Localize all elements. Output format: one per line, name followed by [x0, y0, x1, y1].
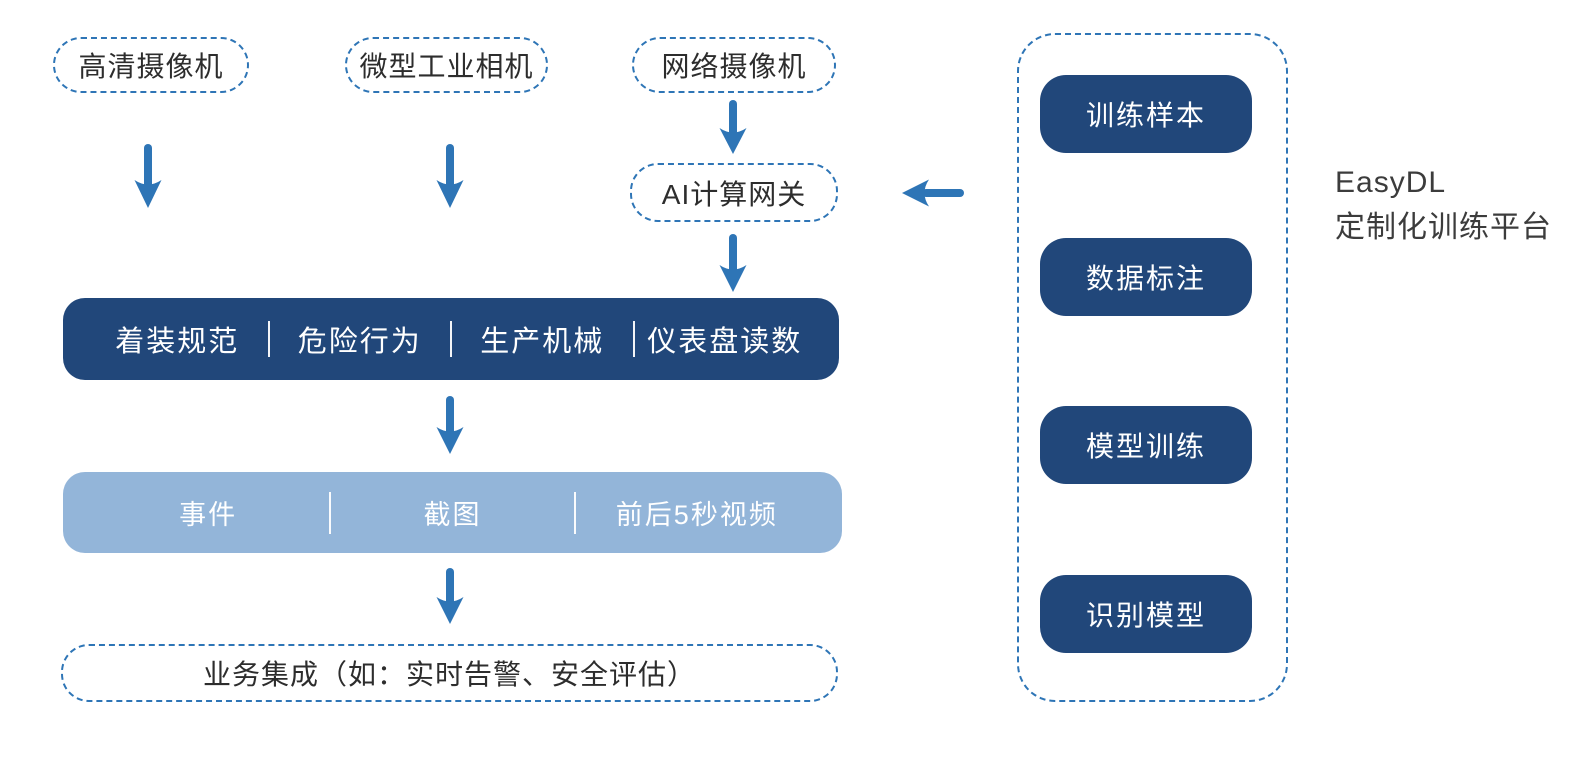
down-arrow-icon: [433, 568, 467, 631]
platform-step-data-annotation: 数据标注: [1040, 238, 1252, 316]
ai-gateway-box: AI计算网关: [630, 163, 838, 222]
output-type: 前后5秒视频: [615, 500, 778, 530]
platform-step-recognition-model: 识别模型: [1040, 575, 1252, 653]
platform-step-label: 识别模型: [1085, 600, 1206, 631]
platform-step-label: 训练样本: [1085, 100, 1206, 131]
detection-category: 着装规范: [115, 326, 240, 358]
source-box-network-camera: 网络摄像机: [632, 37, 836, 93]
source-label: 网络摄像机: [661, 51, 807, 82]
source-label: 微型工业相机: [359, 51, 534, 82]
platform-caption-line2: 定制化训练平台: [1335, 211, 1552, 244]
detection-category-bar: 着装规范 危险行为 生产机械 仪表盘读数: [63, 298, 839, 380]
business-integration-label: 业务集成（如：实时告警、安全评估）: [202, 659, 696, 690]
source-box-micro-industrial-camera: 微型工业相机: [345, 37, 548, 93]
detection-category: 生产机械: [480, 326, 605, 358]
platform-step-label: 模型训练: [1085, 431, 1206, 462]
separator: [632, 321, 635, 357]
down-arrow-icon: [433, 144, 467, 215]
left-arrow-icon: [898, 176, 964, 215]
separator: [329, 491, 332, 534]
separator: [450, 321, 452, 357]
platform-step-label: 数据标注: [1085, 263, 1206, 294]
business-integration-box: 业务集成（如：实时告警、安全评估）: [61, 644, 838, 702]
platform-caption-line1: EasyDL: [1335, 166, 1447, 199]
detection-category: 危险行为: [297, 326, 422, 358]
separator: [267, 321, 270, 357]
source-label: 高清摄像机: [78, 51, 224, 82]
down-arrow-icon: [716, 234, 750, 299]
output-type: 事件: [179, 500, 238, 530]
platform-step-training-samples: 训练样本: [1040, 75, 1252, 153]
source-box-hd-camera: 高清摄像机: [53, 37, 249, 93]
detection-category: 仪表盘读数: [647, 326, 803, 358]
platform-caption: EasyDL 定制化训练平台: [1335, 160, 1552, 250]
output-type-bar: 事件 截图 前后5秒视频: [63, 472, 842, 553]
ai-gateway-label: AI计算网关: [661, 178, 807, 210]
output-type: 截图: [423, 500, 482, 530]
down-arrow-icon: [716, 100, 750, 161]
down-arrow-icon: [433, 396, 467, 461]
platform-step-model-training: 模型训练: [1040, 406, 1252, 484]
separator: [573, 491, 576, 534]
down-arrow-icon: [131, 144, 165, 215]
